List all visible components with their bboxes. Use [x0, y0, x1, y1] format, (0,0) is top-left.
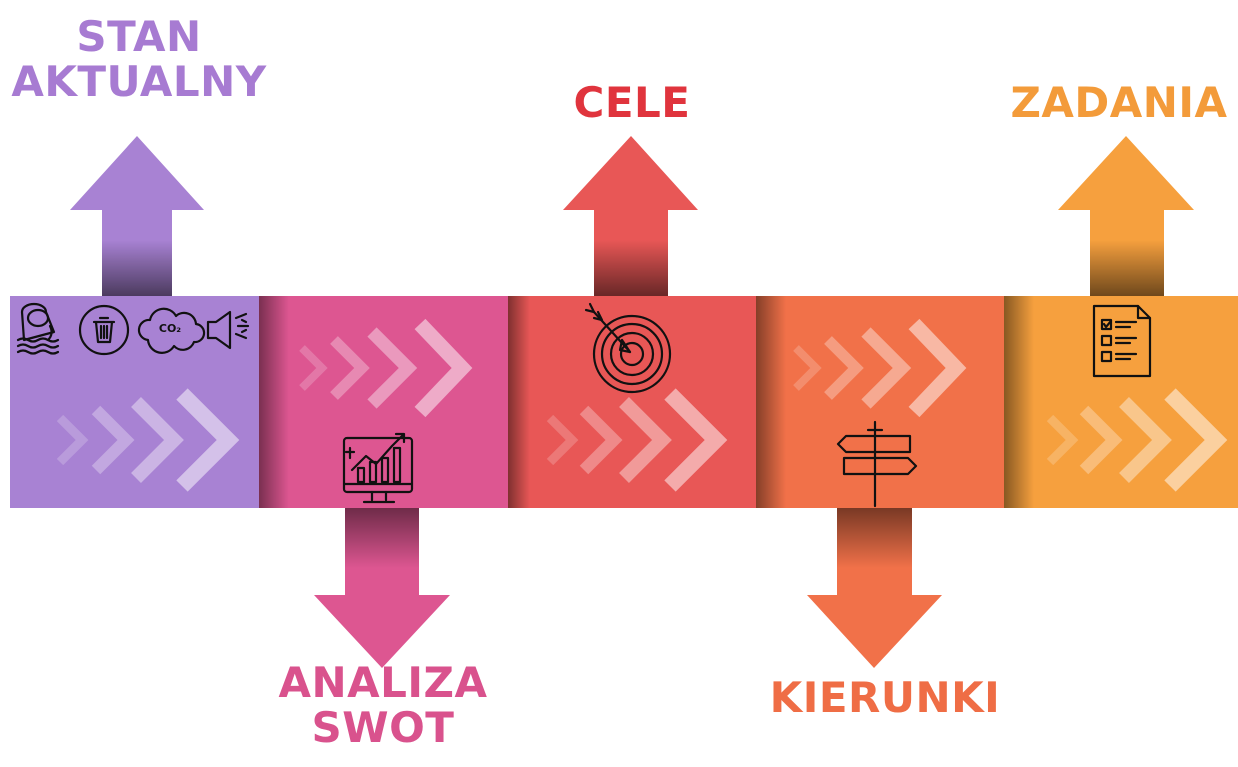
noise-speaker-icon [206, 310, 250, 350]
chevrons-cele [546, 388, 728, 492]
segment-shadow [756, 296, 786, 508]
checklist-icon [1092, 304, 1152, 378]
chevrons-zadania [1046, 388, 1228, 492]
signpost-icon [836, 420, 918, 508]
arrow-up-cele [563, 136, 698, 296]
label-cele-line-1: CELE [573, 78, 691, 127]
chevrons-analiza [299, 318, 473, 418]
label-stan-line-1: STAN [76, 12, 202, 61]
chevron-decorations [56, 318, 1228, 492]
water-pollution-icon [16, 302, 60, 355]
segment-shadow [508, 296, 530, 508]
label-stan-line-2: AKTUALNY [11, 57, 267, 107]
arrow-up-stan [70, 136, 204, 296]
label-analiza-swot: ANALIZA SWOT [258, 660, 508, 751]
label-kierunki: KIERUNKI [760, 673, 1010, 722]
band-segment-cele [508, 296, 756, 508]
segment-shadow [1004, 296, 1034, 508]
label-analiza-line-1: ANALIZA [278, 658, 488, 707]
co2-text-icon: CO₂ [159, 322, 181, 335]
label-stan-aktualny: STAN AKTUALNY [0, 14, 278, 105]
arrow-down-analiza [314, 508, 450, 668]
chart-monitor-icon [342, 432, 414, 504]
chevrons-stan [56, 388, 240, 492]
target-arrow-icon [584, 302, 672, 394]
band-segment-zadania [1004, 296, 1238, 508]
label-zadania: ZADANIA [1000, 78, 1238, 127]
label-analiza-line-2: SWOT [311, 703, 455, 753]
trash-bin-icon [78, 304, 130, 356]
segment-shadow [259, 296, 289, 508]
label-zadania-line-1: ZADANIA [1010, 78, 1228, 127]
chevrons-kierunki [793, 318, 967, 418]
arrow-up-zadania [1058, 136, 1194, 296]
band-segment-analiza [259, 296, 508, 508]
band-segment-kierunki [756, 296, 1004, 508]
label-cele: CELE [532, 78, 732, 127]
co2-cloud-icon [137, 307, 206, 354]
arrow-down-kierunki [807, 508, 942, 668]
label-kierunki-line-1: KIERUNKI [769, 673, 1001, 722]
